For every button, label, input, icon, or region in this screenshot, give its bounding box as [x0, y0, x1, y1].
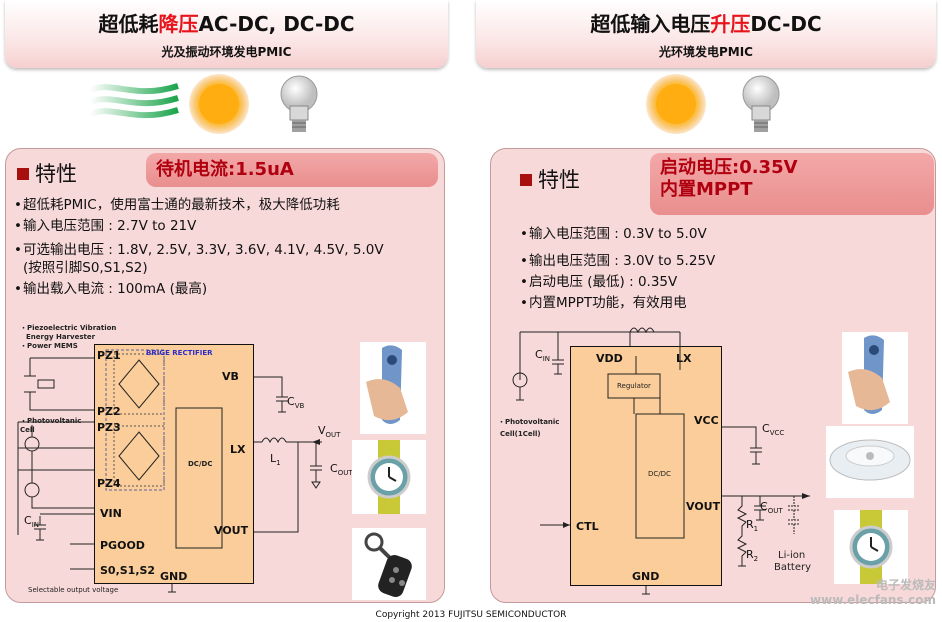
right-title: 超低输入电压升压DC-DC	[590, 12, 822, 36]
dcdc-label: DC/DC	[648, 470, 671, 478]
pin-label: VCC	[694, 414, 719, 427]
battery-label: Li-ion	[778, 550, 806, 561]
battery-label: Battery	[774, 562, 812, 573]
cap-label: COUT	[330, 462, 353, 478]
source-label: Cell	[20, 426, 35, 434]
right-header: 超低输入电压升压DC-DC 光环境发电PMIC	[476, 0, 936, 68]
source-label: ・Piezoelectric Vibration	[20, 324, 117, 332]
list-item: 超低耗PMIC，使用富士通的最新技术，极大降低功耗	[14, 195, 384, 216]
car-key-image	[352, 528, 426, 600]
left-header: 超低耗降压AC-DC, DC-DC 光及振动环境发电PMIC	[5, 0, 448, 68]
sun-icon	[189, 74, 249, 134]
source-label: Energy Harvester	[26, 333, 96, 341]
startup-voltage-badge: 启动电压:0.35V 内置MPPT	[650, 153, 934, 215]
pin-label: S0,S1,S2	[100, 564, 156, 577]
cap-label: CVB	[287, 395, 305, 411]
light-bulb-icon	[280, 75, 318, 132]
left-feature-list: 超低耗PMIC，使用富士通的最新技术，极大降低功耗 输入电压范围 : 2.7V …	[14, 195, 384, 300]
pin-label: GND	[632, 570, 660, 583]
pin-label: PZ3	[97, 421, 121, 434]
regulator-label: Regulator	[617, 382, 651, 390]
watermark: 电子发烧友 www.elecfans.com	[810, 578, 936, 607]
light-bulb-icon	[742, 75, 780, 132]
remote-in-hand-image	[360, 342, 426, 434]
pin-label: LX	[676, 352, 692, 365]
pin-label: LX	[230, 443, 246, 456]
cap-label: CIN	[24, 514, 39, 530]
vibration-waves-icon	[88, 83, 179, 119]
list-item: 输出电压范围 : 3.0V to 5.25V	[520, 251, 715, 272]
standby-current-badge: 待机电流:1.5uA	[146, 153, 438, 187]
list-item: 输出载入电流 : 100mA (最高)	[14, 279, 384, 300]
pin-label: PGOOD	[100, 539, 145, 552]
pin-label: VOUT	[686, 500, 721, 513]
list-item-note: (按照引脚S0,S1,S2)	[23, 260, 148, 276]
remote-in-hand-image	[842, 332, 908, 424]
dcdc-label: DC/DC	[188, 460, 213, 468]
resistor-label: R1	[746, 518, 759, 534]
wristwatch-image	[834, 510, 908, 584]
right-feature-list: 输入电压范围 : 0.3V to 5.0V 输出电压范围 : 3.0V to 5…	[520, 224, 715, 314]
cap-label: COUT	[760, 500, 783, 516]
wristwatch-image	[352, 440, 426, 514]
left-subtitle: 光及振动环境发电PMIC	[161, 45, 292, 59]
pin-label: VOUT	[214, 524, 249, 537]
pin-label: PZ1	[97, 349, 121, 362]
resistor-label: R2	[746, 548, 759, 564]
vout-label: VOUT	[318, 424, 341, 440]
bullet-square-icon	[520, 174, 532, 186]
copyright-footer: Copyright 2013 FUJITSU SEMICONDUCTOR	[375, 610, 567, 620]
left-circuit-wiring	[17, 349, 322, 593]
list-item: 输入电压范围 : 0.3V to 5.0V	[520, 224, 715, 245]
pin-label: PZ4	[97, 477, 121, 490]
pin-label: VDD	[596, 352, 623, 365]
source-label: Cell(1Cell)	[500, 430, 541, 438]
left-features-heading: 特性	[17, 158, 77, 188]
selectable-note: Selectable output voltage	[28, 586, 119, 594]
smoke-detector-image	[826, 426, 914, 498]
right-circuit-wiring	[512, 327, 810, 595]
cap-label: CIN	[535, 348, 550, 364]
list-item: 内置MPPT功能，有效用电	[520, 293, 715, 314]
cap-label: CVCC	[762, 422, 785, 438]
bullet-square-icon	[17, 168, 29, 180]
pin-label: VIN	[100, 507, 122, 520]
pin-label: GND	[160, 570, 188, 583]
sun-icon	[646, 74, 706, 134]
pin-label: CTL	[576, 520, 599, 533]
rectifier-label: BRIGE RECTIFIER	[146, 349, 213, 357]
inductor-label: L1	[270, 452, 281, 468]
list-item: 可选输出电压 : 1.8V, 2.5V, 3.3V, 3.6V, 4.1V, 4…	[14, 240, 384, 261]
source-label: ・Photovoltanic	[20, 417, 82, 425]
right-features-heading: 特性	[520, 164, 580, 194]
left-pmic-chip	[94, 344, 254, 584]
pin-label: PZ2	[97, 405, 121, 418]
source-label: ・Photovoltanic	[498, 418, 560, 426]
pin-label: VB	[222, 370, 239, 383]
right-subtitle: 光环境发电PMIC	[658, 45, 753, 59]
source-label: ・Power MEMS	[20, 342, 78, 350]
list-item: 输入电压范围 : 2.7V to 21V	[14, 216, 384, 237]
left-title: 超低耗降压AC-DC, DC-DC	[98, 12, 355, 36]
list-item: 启动电压 (最低) : 0.35V	[520, 272, 715, 293]
